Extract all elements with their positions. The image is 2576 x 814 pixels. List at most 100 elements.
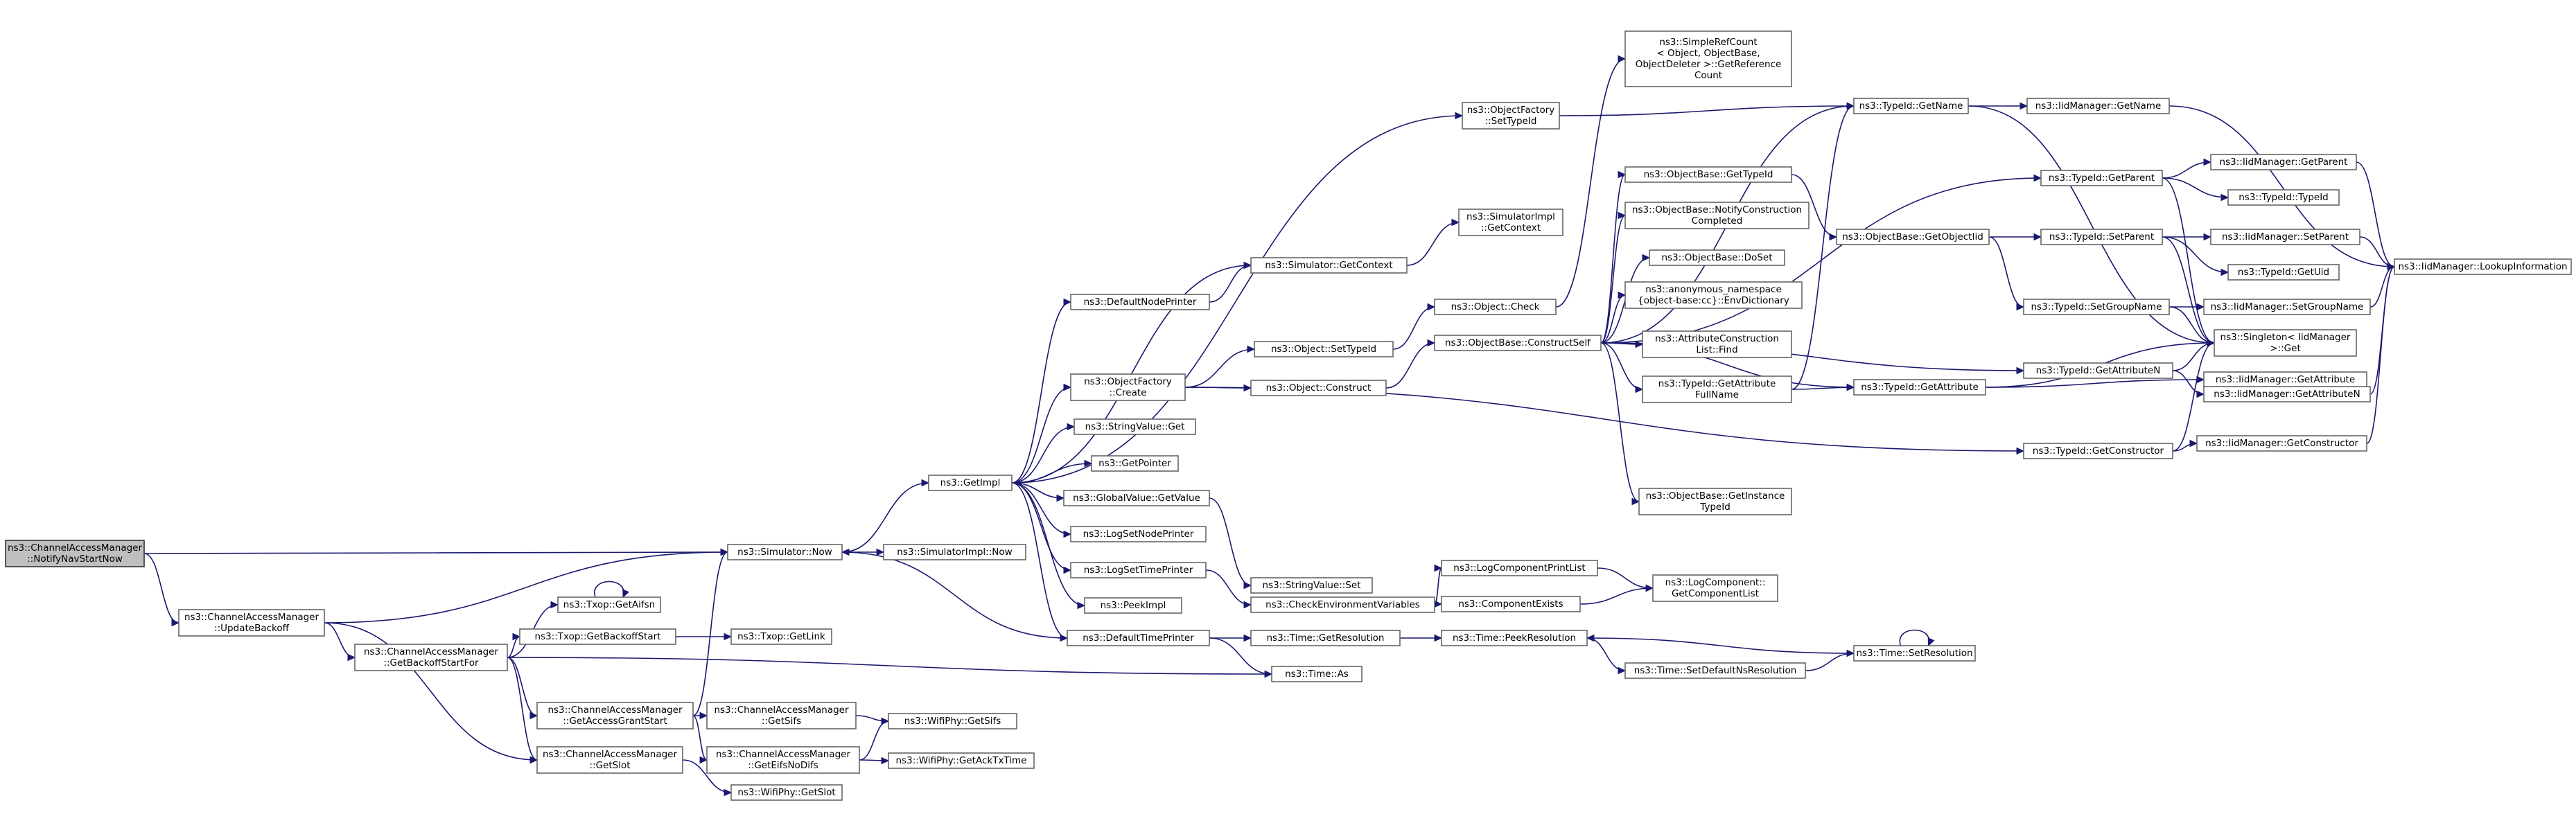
node-getslot[interactable]: ns3::ChannelAccessManager::GetSlot: [536, 746, 683, 774]
node-logsettimeprinter[interactable]: ns3::LogSetTimePrinter: [1070, 562, 1207, 578]
node-iidsetgroupname[interactable]: ns3::IidManager::SetGroupName: [2203, 299, 2371, 315]
node-gettypeid[interactable]: ns3::ObjectBase::GetTypeId: [1624, 166, 1792, 183]
node-simimplgetcontext[interactable]: ns3::SimulatorImpl::GetContext: [1458, 209, 1563, 236]
node-componentexists[interactable]: ns3::ComponentExists: [1441, 596, 1581, 612]
node-objfactorysettypeid[interactable]: ns3::ObjectFactory::SetTypeId: [1462, 102, 1560, 130]
node-root[interactable]: ns3::ChannelAccessManager::NotifyNavStar…: [5, 540, 145, 567]
node-typeidsetparent[interactable]: ns3::TypeId::SetParent: [2040, 229, 2163, 245]
node-iidgetattributen[interactable]: ns3::IidManager::GetAttributeN: [2203, 386, 2371, 402]
call-edge: [1392, 303, 1436, 350]
node-box: [536, 702, 694, 729]
node-label: ::NotifyNavStartNow: [27, 554, 123, 565]
node-iidlookupinformation[interactable]: ns3::IidManager::LookupInformation: [2394, 258, 2572, 275]
node-updatebackoff[interactable]: ns3::ChannelAccessManager::UpdateBackoff: [178, 609, 325, 637]
call-edge: [1988, 233, 2042, 241]
node-defaultnodeprinter[interactable]: ns3::DefaultNodePrinter: [1070, 294, 1210, 310]
node-simplerefcount[interactable]: ns3::SimpleRefCount< Object, ObjectBase,…: [1624, 30, 1792, 87]
node-box: [1853, 645, 1976, 662]
node-iidgetparent[interactable]: ns3::IidManager::GetParent: [2210, 154, 2357, 170]
node-globalvalueget[interactable]: ns3::GlobalValue::GetValue: [1063, 490, 1210, 506]
node-wifiphygetslot[interactable]: ns3::WifiPhy::GetSlot: [730, 784, 843, 801]
call-edge: [1011, 459, 1093, 484]
node-timegetresolution[interactable]: ns3::Time::GetResolution: [1250, 630, 1401, 646]
node-getimpl[interactable]: ns3::GetImpl: [928, 475, 1013, 491]
node-box: [2040, 229, 2163, 245]
node-label: ns3::DefaultTimePrinter: [1083, 632, 1194, 644]
node-label: ::UpdateBackoff: [214, 623, 290, 634]
node-simimplnow[interactable]: ns3::SimulatorImpl::Now: [883, 544, 1026, 560]
node-peekimpl[interactable]: ns3::PeekImpl: [1084, 597, 1182, 614]
node-typeidgetuid[interactable]: ns3::TypeId::GetUid: [2227, 264, 2340, 281]
node-timepeekresolution[interactable]: ns3::Time::PeekResolution: [1441, 630, 1588, 646]
node-iidgetattribute[interactable]: ns3::IidManager::GetAttribute: [2203, 371, 2367, 388]
node-txopgetlink[interactable]: ns3::Txop::GetLink: [730, 628, 832, 645]
node-box: [1624, 662, 1806, 679]
node-checkenvvars[interactable]: ns3::CheckEnvironmentVariables: [1250, 596, 1435, 613]
node-logsetnodeprinter[interactable]: ns3::LogSetNodePrinter: [1070, 526, 1207, 542]
node-setdefaultnsresolution[interactable]: ns3::Time::SetDefaultNsResolution: [1624, 662, 1806, 679]
node-logcompgetcomplist[interactable]: ns3::LogComponent::GetComponentList: [1652, 574, 1778, 602]
node-txopgetbackoffstart[interactable]: ns3::Txop::GetBackoffStart: [519, 628, 676, 645]
node-typeidsetgroupname[interactable]: ns3::TypeId::SetGroupName: [2023, 299, 2170, 315]
node-timesetresolution[interactable]: ns3::Time::SetResolution: [1853, 645, 1976, 662]
node-getpointer[interactable]: ns3::GetPointer: [1091, 455, 1179, 472]
node-typeidgetattribute[interactable]: ns3::TypeId::GetAttribute: [1853, 379, 1986, 396]
node-singletonget[interactable]: ns3::Singleton< IidManager>::Get: [2214, 329, 2357, 357]
node-label: ns3::IidManager::GetName: [2035, 100, 2162, 112]
node-iidgetconstructor[interactable]: ns3::IidManager::GetConstructor: [2196, 435, 2367, 452]
node-objectsettypeid[interactable]: ns3::Object::SetTypeId: [1254, 341, 1394, 357]
node-label: < Object, ObjectBase,: [1656, 48, 1760, 59]
node-getsifs[interactable]: ns3::ChannelAccessManager::GetSifs: [706, 702, 857, 729]
node-typeidgetname[interactable]: ns3::TypeId::GetName: [1853, 98, 1969, 114]
call-edge: [1597, 567, 1654, 592]
node-label: ns3::LogSetTimePrinter: [1084, 565, 1193, 576]
call-edge: [2172, 339, 2216, 452]
node-objectconstruct[interactable]: ns3::Object::Construct: [1250, 380, 1387, 396]
node-stringvalueget[interactable]: ns3::StringValue::Get: [1074, 418, 1196, 435]
node-defaulttimeprinter[interactable]: ns3::DefaultTimePrinter: [1067, 630, 1210, 646]
node-timeas[interactable]: ns3::Time::As: [1271, 666, 1363, 682]
node-iidgetname[interactable]: ns3::IidManager::GetName: [2026, 98, 2170, 114]
node-simnow[interactable]: ns3::Simulator::Now: [727, 544, 843, 560]
node-envdictionary[interactable]: ns3::anonymous_namespace{object-base:cc}…: [1624, 281, 1803, 309]
node-iidsetparent[interactable]: ns3::IidManager::SetParent: [2210, 229, 2360, 245]
node-label: ns3::IidManager::LookupInformation: [2398, 261, 2567, 272]
node-getaifsn[interactable]: ns3::Txop::GetAifsn: [557, 596, 661, 613]
node-getaccessgrantstart[interactable]: ns3::ChannelAccessManager::GetAccessGran…: [536, 702, 694, 729]
node-getbackoffstartfor[interactable]: ns3::ChannelAccessManager::GetBackoffSta…: [354, 644, 508, 671]
node-box: [2214, 329, 2357, 357]
node-box: [928, 475, 1013, 491]
call-edge: [692, 715, 708, 764]
node-typeidgetconstructor[interactable]: ns3::TypeId::GetConstructor: [2023, 443, 2173, 459]
node-getobjectiid[interactable]: ns3::ObjectBase::GetObjectIid: [1836, 229, 1990, 245]
node-typeidgetparent[interactable]: ns3::TypeId::GetParent: [2040, 170, 2163, 186]
node-box: [883, 544, 1026, 560]
node-label: ns3::DefaultNodePrinter: [1084, 297, 1197, 308]
node-stringvalueset[interactable]: ns3::StringValue::Set: [1250, 577, 1373, 594]
node-label: ns3::ObjectBase::NotifyConstruction: [1632, 204, 1802, 215]
node-objfactorycreate[interactable]: ns3::ObjectFactory::Create: [1070, 373, 1186, 401]
node-label: ns3::TypeId::SetParent: [2049, 231, 2154, 242]
node-label: ::GetEifsNoDifs: [748, 760, 818, 771]
node-label: FullName: [1695, 389, 1739, 400]
call-edge: [324, 622, 356, 662]
node-wifiphygetsifs[interactable]: ns3::WifiPhy::GetSifs: [888, 713, 1017, 729]
node-box: [2210, 154, 2357, 170]
node-objectcheck[interactable]: ns3::Object::Check: [1434, 299, 1557, 315]
node-typeidtypeid[interactable]: ns3::TypeId::TypeId: [2227, 189, 2340, 206]
node-doset[interactable]: ns3::ObjectBase::DoSet: [1649, 249, 1785, 266]
node-box: [1624, 202, 1810, 229]
node-typeidgetattributen[interactable]: ns3::TypeId::GetAttributeN: [2023, 362, 2173, 379]
node-geteifsnodifs[interactable]: ns3::ChannelAccessManager::GetEifsNoDifs: [706, 746, 860, 774]
node-label: ns3::Time::GetResolution: [1266, 632, 1384, 644]
node-logcomponentprintlist[interactable]: ns3::LogComponentPrintList: [1441, 560, 1598, 576]
node-constructself[interactable]: ns3::ObjectBase::ConstructSelf: [1434, 335, 1602, 351]
node-notifyconstruction[interactable]: ns3::ObjectBase::NotifyConstructionCompl…: [1624, 202, 1810, 229]
node-label: ns3::PeekImpl: [1101, 600, 1166, 611]
node-simgetcontext[interactable]: ns3::Simulator::GetContext: [1250, 257, 1408, 274]
node-wifiphygetacktxtime[interactable]: ns3::WifiPhy::GetAckTxTime: [888, 752, 1035, 769]
